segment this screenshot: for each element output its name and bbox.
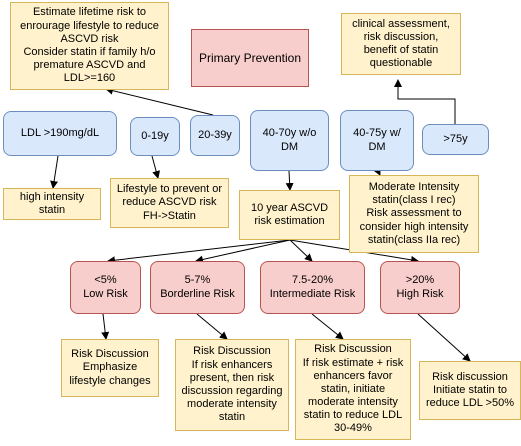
rec-intermediate-risk: Risk Discussion If risk estimate + risk … (295, 339, 411, 440)
rec-high-risk: Risk discussion Initiate statin to reduc… (419, 361, 521, 420)
node-age-over-75: >75y (422, 124, 489, 155)
edge-40-75-to-moderate (373, 166, 381, 176)
node-10yr-ascvd-estimation: 10 year ASCVD risk estimation (239, 190, 340, 240)
edge-intermediate-to-rec (311, 313, 344, 340)
node-age-20-39: 20-39y (190, 115, 240, 156)
edge-ascvd-to-borderline (195, 239, 291, 264)
risk-high: >20% High Risk (380, 261, 460, 314)
edge-ldl-to-high-intensity (50, 155, 59, 189)
edge-0-19-to-lifestyle (151, 155, 161, 179)
rec-low-risk: Risk Discussion Emphasize lifestyle chan… (61, 339, 159, 397)
note-high-intensity-statin: high intensity statin (3, 188, 101, 220)
note-lifestyle-prevent: Lifestyle to prevent or reduce ASCVD ris… (110, 178, 229, 228)
edge-75-to-clinical (394, 79, 456, 124)
edge-high-to-rec (417, 313, 471, 362)
edge-ascvd-to-intermediate (289, 239, 313, 262)
node-age-0-19: 0-19y (130, 117, 180, 156)
node-age-40-75-dm: 40-75y w/ DM (340, 110, 414, 171)
note-clinical-assessment: clinical assessment, risk discussion, be… (341, 13, 461, 75)
edge-borderline-to-rec (196, 313, 228, 340)
node-ldl-190: LDL >190mg/dL (3, 111, 117, 156)
note-moderate-intensity-statin: Moderate Intensity statin(class I rec) R… (349, 175, 479, 253)
node-age-40-70-no-dm: 40-70y w/o DM (250, 110, 329, 171)
risk-intermediate: 7.5-20% Intermediate Risk (260, 261, 365, 314)
risk-borderline: 5-7% Borderline Risk (150, 261, 245, 314)
edge-low-to-rec (101, 313, 110, 340)
edge-40-70-to-ascvd (285, 170, 294, 191)
primary-prevention-title: Primary Prevention (191, 29, 309, 87)
note-estimate-lifetime-risk: Estimate lifetime risk to enrourage life… (10, 2, 169, 90)
rec-borderline-risk: Risk Discussion If risk enhancers presen… (175, 339, 289, 431)
edge-ascvd-to-low (107, 239, 291, 265)
edge-20-39-to-lifetime (105, 86, 214, 116)
risk-low: <5% Low Risk (70, 261, 141, 314)
